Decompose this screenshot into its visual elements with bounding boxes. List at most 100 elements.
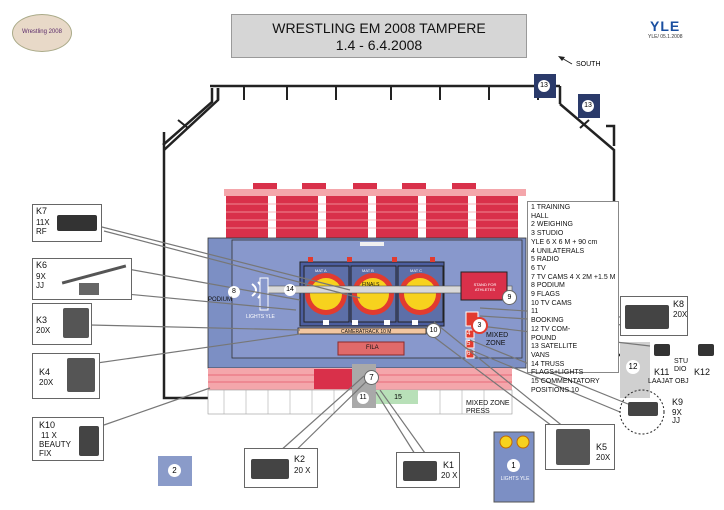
camera-k4-name: K4 [39,367,51,377]
legend-item: 10 TV CAMS [531,299,572,307]
legend-item: BOOKING [531,317,564,325]
marker-12: 12 [626,360,640,374]
camera-k10-lens: 11 X [41,431,57,440]
legend-item: YLE 6 X 6 M + 90 cm [531,238,598,246]
marker-13a: 13 [538,80,550,92]
legend-item: 6 TV [531,264,546,272]
crane-base-icon [79,283,99,295]
legend-item: 5 RADIO [531,256,560,264]
camera-k5: K5 20X [545,424,615,470]
crane-icon [61,264,127,285]
camera-k8: K8 20X [620,296,688,336]
camera-k4-lens: 20X [39,378,54,387]
cameratrack-label: CAMERATRACK 10 M [341,329,392,335]
camera-k7: K7 11X RF [32,204,102,242]
lights-yle-bottom-label: LIGHTS YLE [500,476,530,482]
camera-k7-name: K7 [36,206,48,216]
camera-k6-extra: JJ [36,281,44,290]
south-label: SOUTH [576,61,601,68]
marker-11: 11 [357,392,369,404]
camera-k3-name: K3 [36,315,48,325]
title-line1: WRESTLING EM 2008 TAMPERE [272,20,486,36]
video-camera-icon [628,402,658,416]
marker-2: 2 [168,464,181,477]
video-camera-icon [57,215,97,231]
camera-k3-lens: 20X [36,326,51,335]
video-camera-icon [67,358,95,392]
camera-k7-extra: RF [36,227,47,236]
legend-item: 3 STUDIO [531,230,564,238]
yle-sub: YLE/ 05.1.2008 [648,34,683,40]
marker-7: 7 [364,370,379,385]
camera-k10-extra: BEAUTY [39,440,72,449]
legend-item: 9 FLAGS [531,291,560,299]
legend-item: 13 SATELLITE [531,343,578,351]
seating-top [224,183,526,238]
camera-k7-lens: 11X [36,218,50,227]
legend-item: 2 WEIGHING [531,221,574,229]
stand-label: STAND FOR ATHLETES [473,282,497,292]
title-line2: 1.4 - 6.4.2008 [335,37,423,53]
camera-k2: K2 20 X [244,448,318,488]
camera-k1-name: K1 [443,460,455,470]
k9-circle [619,389,665,435]
fila-box [337,341,405,356]
legend-item: VANS [531,351,550,359]
marker-1: 1 [507,459,520,472]
camera-k4: K4 20X [32,353,100,399]
marker-9: 9 [502,290,517,305]
fila-label: FILA [366,345,379,351]
legend-item: 1 TRAINING [531,204,571,211]
legend-item: 4 UNILATERALS [531,247,585,255]
legend-item: HALL [531,212,549,220]
camera-k6-name: K6 [36,260,48,270]
athlete-stand [460,271,508,301]
tripod-camera-icon [698,344,714,356]
camera-k9: K9 9X JJ [624,398,683,426]
finals-label: FINALS [362,282,380,288]
wall-ticks [177,86,590,129]
track-posts [323,320,418,325]
video-camera-icon [79,426,99,456]
camera-k1: K1 20 X [396,452,460,488]
legend-item: 14 TRUSS [531,360,565,368]
marker-6: 6 [467,351,471,357]
legend-item: 15 COMMENTATORY [531,378,600,386]
camera-k6: K6 9X JJ [32,258,132,300]
mat-a-label: MAT A [315,268,327,273]
camera-k8-name: K8 [673,299,685,309]
camera-k2-lens: 20 X [294,466,311,475]
marker-4: 4 [467,331,471,337]
camera-k12-name: K12 [694,367,711,377]
camera-k10-extra2: FIX [39,449,52,458]
camera-k12: K12 [694,344,720,378]
video-camera-icon [251,459,289,479]
camera-k10: K10 11 X BEAUTY FIX [32,417,104,461]
yle-logo: YLE [650,18,680,34]
seat-rows [226,203,518,229]
camera-k8-lens: 20X [673,310,688,319]
marker-14: 14 [284,284,296,296]
legend-item: 11 [531,308,539,316]
mat-b-label: MAT B [362,268,374,273]
camera-k11-name: K11 [654,367,670,377]
marker-5: 5 [467,341,471,347]
mixed-zone-press-label: MIXED ZONE PRESS [466,400,510,415]
video-camera-icon [63,308,89,338]
video-camera-icon [556,429,590,465]
marker-3: 3 [471,317,488,334]
badge-text: Wrestling 2008 [22,29,62,35]
legend-item: POSITIONS 10 [531,386,579,394]
tripod-camera-icon [654,344,670,356]
legend-item: 7 TV CAMS 4 X 2M +1.5 M [531,273,615,281]
legend-item: 12 TV COM- [531,325,571,333]
marker-8: 8 [228,286,240,298]
marker-15: 15 [392,392,404,404]
title-box: WRESTLING EM 2008 TAMPERE 1.4 - 6.4.2008 [231,14,527,58]
camera-k9-extra: JJ [672,416,680,425]
legend-item: 8 PODIUM [531,282,565,290]
mat-markers [308,242,435,262]
camera-k5-lens: 20X [596,453,611,462]
